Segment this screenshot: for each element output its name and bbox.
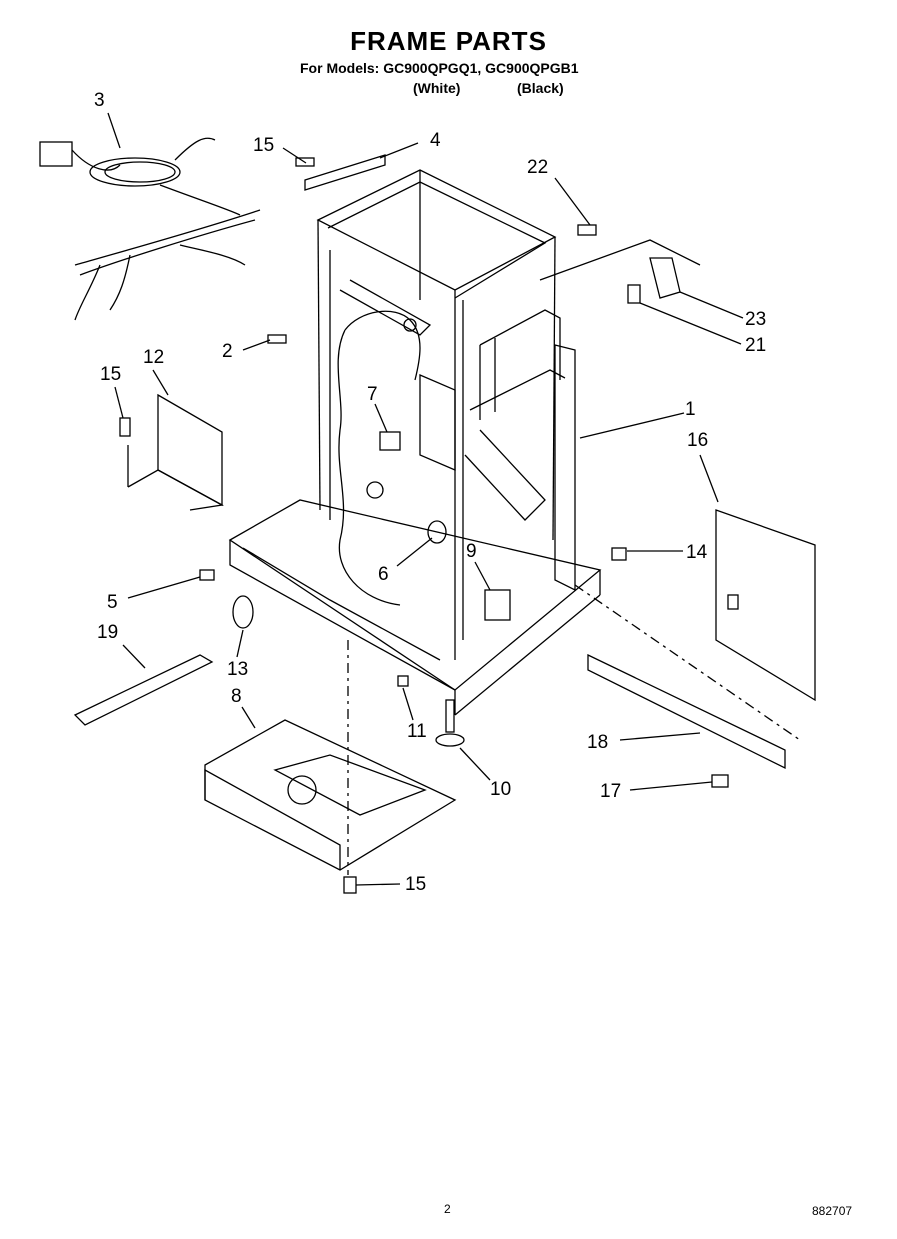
page-title: FRAME PARTS xyxy=(350,26,547,56)
callout-3: 3 xyxy=(94,90,105,111)
part-5-screw xyxy=(199,569,215,581)
part-15-screw-bottom xyxy=(343,876,357,894)
leader-lines xyxy=(107,112,744,886)
callout-15-bottom: 15 xyxy=(405,874,427,895)
callout-18: 18 xyxy=(587,732,609,753)
part-17-screw xyxy=(711,774,729,788)
part-19-strip xyxy=(73,654,214,726)
callout-9: 9 xyxy=(466,541,477,562)
page-number: 2 xyxy=(444,1202,451,1216)
callout-2: 2 xyxy=(222,341,233,362)
part-21-bracket xyxy=(627,284,641,304)
callout-11: 11 xyxy=(407,721,427,742)
part-8-base-pan xyxy=(204,719,457,871)
part-9-switch xyxy=(484,589,511,621)
part-23-switch xyxy=(649,257,681,299)
part-12-floor xyxy=(127,469,224,511)
models-subtitle: For Models: GC900QPGQ1, GC900QPGB1 xyxy=(300,60,579,76)
part-11-nut xyxy=(397,675,409,687)
callout-17: 17 xyxy=(600,781,622,802)
callout-19: 19 xyxy=(97,622,119,643)
part-6-switch xyxy=(427,520,447,544)
callout-14: 14 xyxy=(686,542,708,563)
part-10-leg xyxy=(445,699,455,733)
callout-6: 6 xyxy=(378,564,389,585)
part-10-foot xyxy=(435,733,465,747)
callout-7: 7 xyxy=(367,384,378,405)
part-13-caster xyxy=(232,595,254,629)
callout-13: 13 xyxy=(227,659,249,680)
part-14-nut xyxy=(611,547,627,561)
callout-1: 1 xyxy=(685,399,696,420)
small-parts xyxy=(73,154,816,894)
callout-23: 23 xyxy=(745,309,767,330)
part-18-rail xyxy=(587,653,786,770)
callout-12: 12 xyxy=(143,347,165,368)
part-7-terminal xyxy=(379,431,401,451)
callout-4: 4 xyxy=(430,130,441,151)
callout-5: 5 xyxy=(107,592,118,613)
part-12-panel xyxy=(157,393,223,507)
callout-21: 21 xyxy=(745,335,767,356)
callout-8: 8 xyxy=(231,686,242,707)
callout-15-top: 15 xyxy=(253,135,275,156)
callout-22: 22 xyxy=(527,157,549,178)
callout-16: 16 xyxy=(687,430,709,451)
part-15-screw-top xyxy=(295,157,315,167)
wire-harness xyxy=(39,137,261,321)
part-15-screw-left xyxy=(119,417,131,437)
cabinet-frame xyxy=(228,169,602,716)
part-16-panel xyxy=(715,509,816,702)
switch-leader xyxy=(539,239,701,281)
part-2-screw xyxy=(267,334,287,344)
part-4-bracket xyxy=(304,154,386,191)
base-pan-cutout xyxy=(273,754,427,816)
callout-10: 10 xyxy=(490,779,512,800)
callout-15-left: 15 xyxy=(100,364,122,385)
part-22-screw xyxy=(577,224,597,236)
color-label-black: (Black) xyxy=(517,80,564,96)
color-label-white: (White) xyxy=(413,80,461,96)
document-number: 882707 xyxy=(812,1204,853,1218)
